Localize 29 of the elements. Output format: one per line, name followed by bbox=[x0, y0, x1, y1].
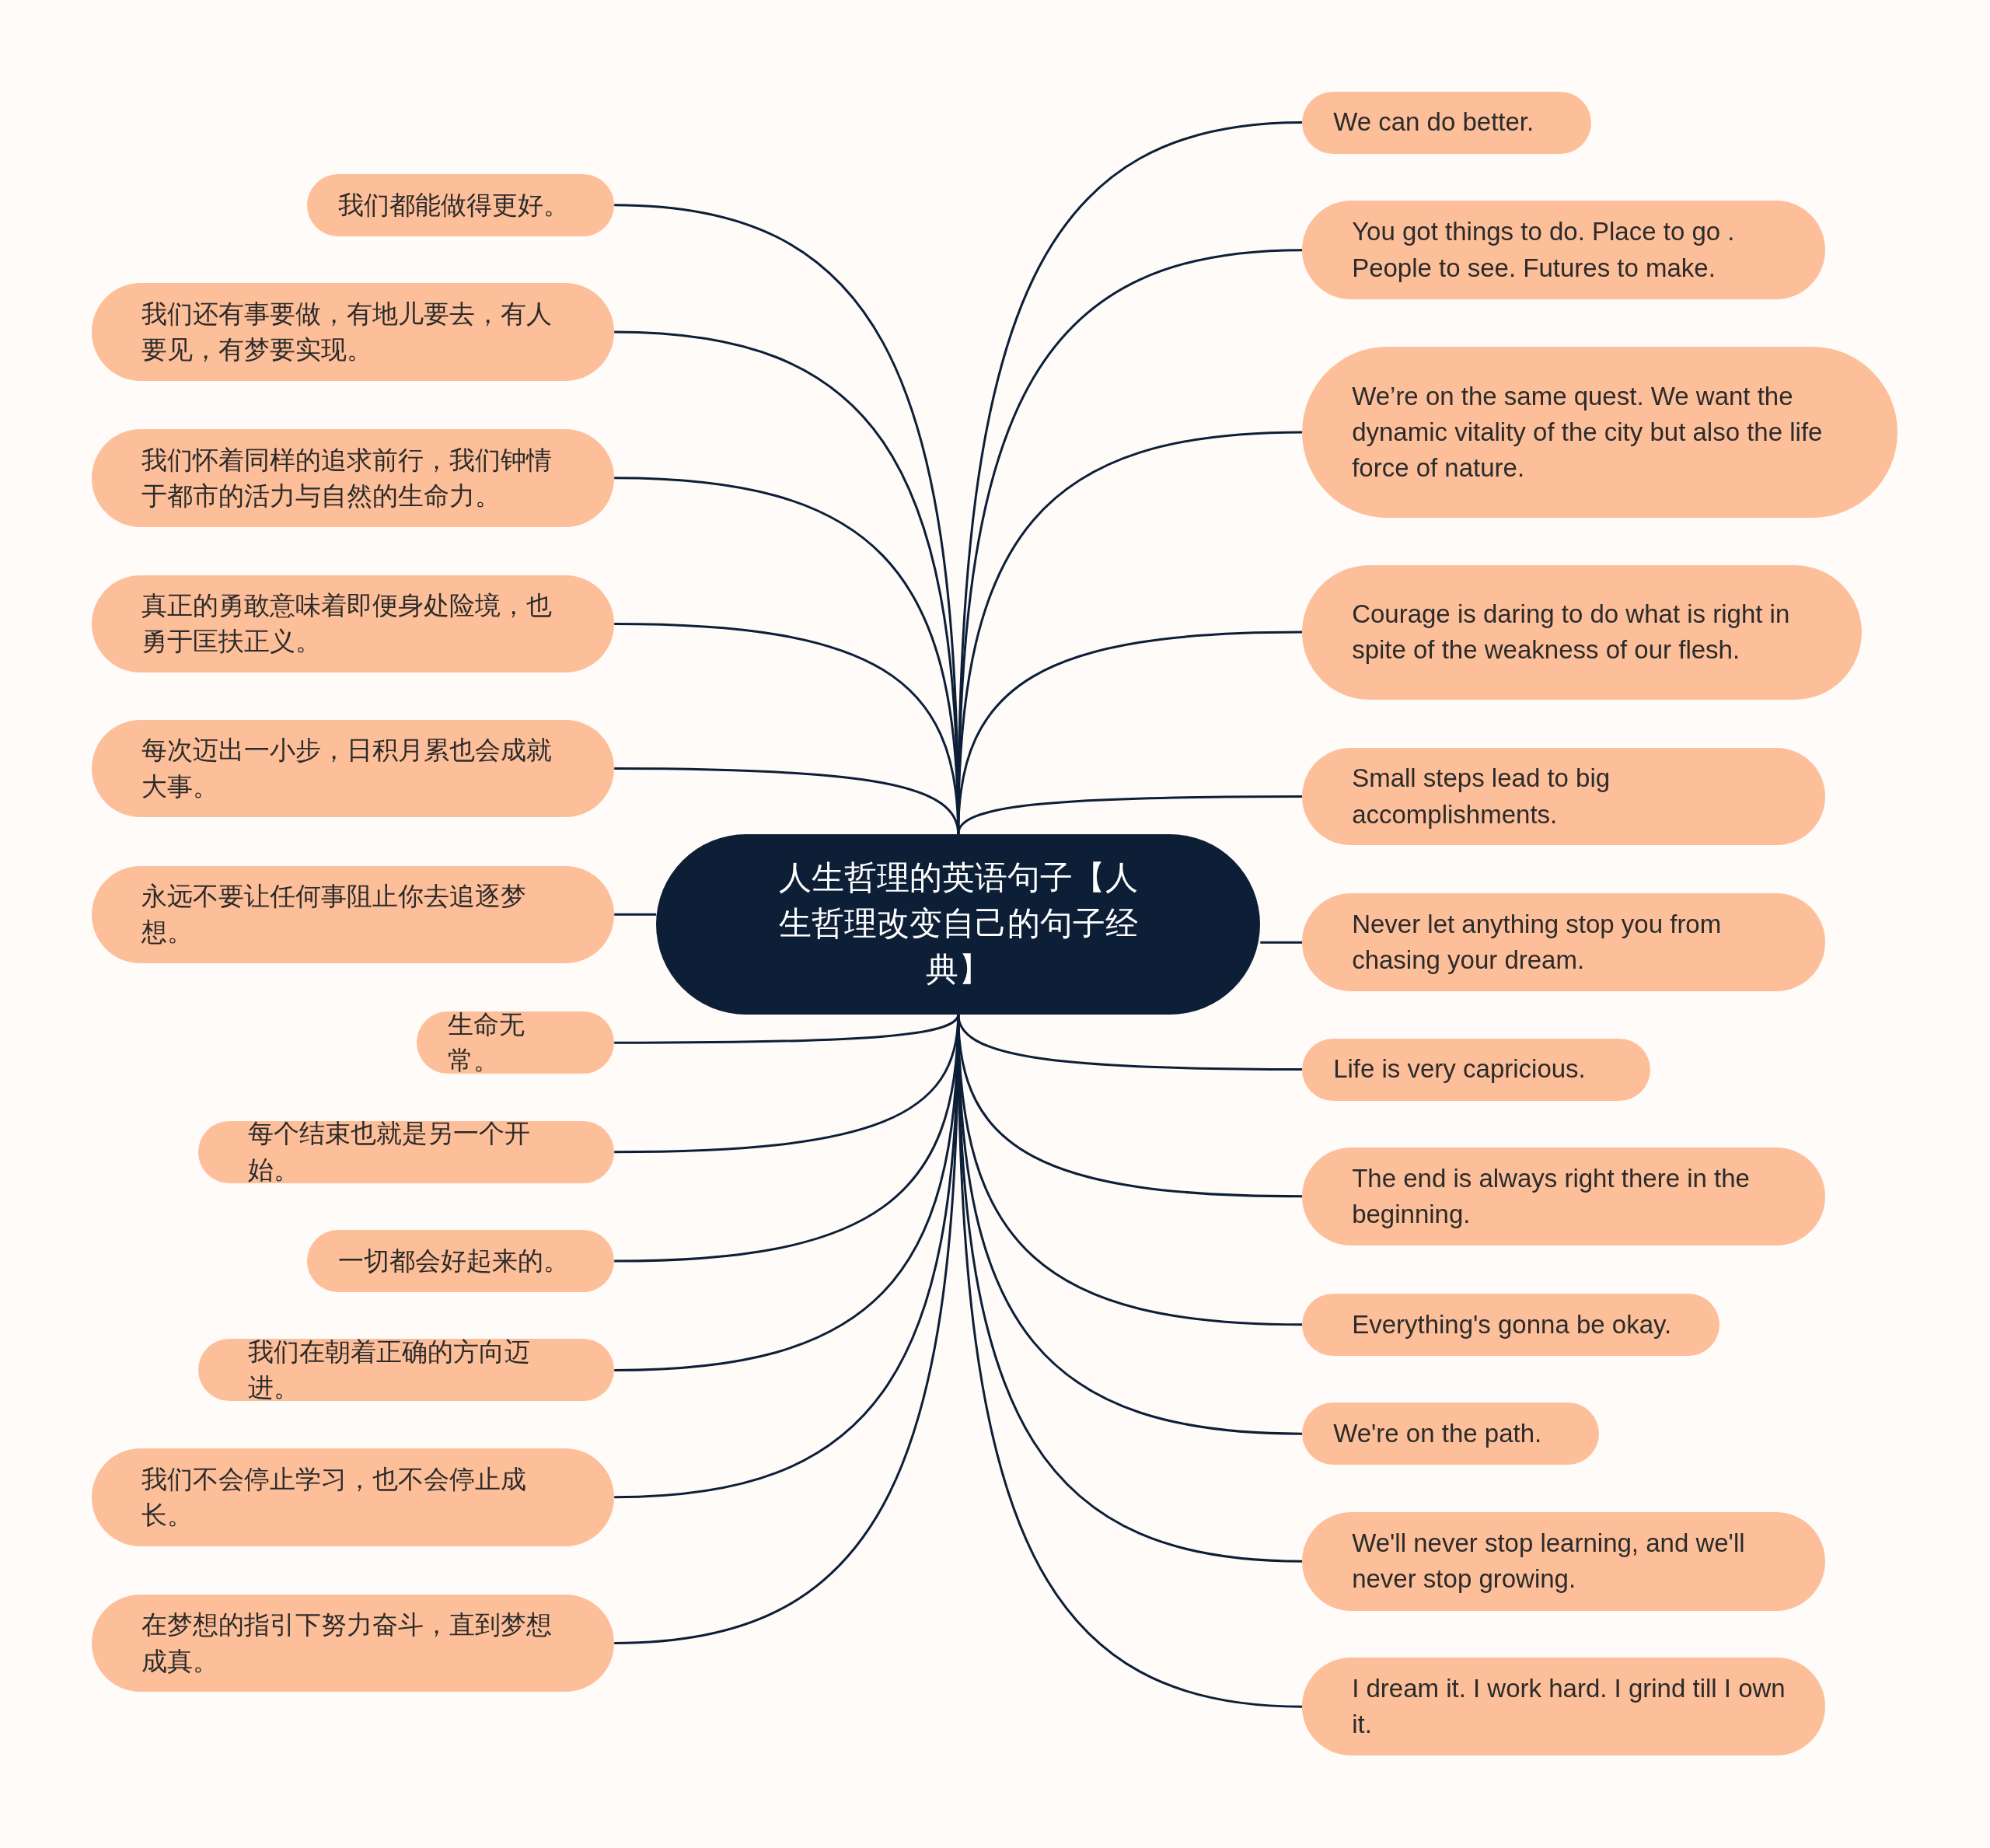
quote-bubble: Small steps lead to big accomplishments. bbox=[1302, 747, 1825, 846]
quote-bubble: 永远不要让任何事阻止你去追逐梦想。 bbox=[91, 865, 615, 964]
connector-line bbox=[957, 631, 1303, 834]
quote-bubble: You got things to do. Place to go . People to see. Futures to make. bbox=[1302, 200, 1825, 300]
quote-bubble: We'll never stop learning, and we'll never stop growing. bbox=[1302, 1511, 1825, 1611]
connector-line bbox=[614, 913, 657, 916]
quote-bubble: Life is very capricious. bbox=[1302, 1038, 1650, 1101]
quote-bubble: Courage is daring to do what is right in spite of the weakness of our flesh. bbox=[1302, 564, 1863, 700]
quote-bubble: We're on the path. bbox=[1302, 1403, 1600, 1465]
quote-bubble: 我们都能做得更好。 bbox=[307, 173, 615, 236]
quote-bubble: 真正的勇敢意味着即便身处险境，也勇于匡扶正义。 bbox=[91, 575, 615, 673]
quote-bubble: We can do better. bbox=[1302, 91, 1592, 154]
quote-bubble: I dream it. I work hard. I grind till I own it. bbox=[1302, 1658, 1825, 1755]
quote-bubble: 每个结束也就是另一个开始。 bbox=[197, 1120, 615, 1183]
quote-bubble: 在梦想的指引下努力奋斗，直到梦想成真。 bbox=[91, 1594, 615, 1693]
quote-bubble: Never let anything stop you from chasing your dream. bbox=[1302, 893, 1825, 992]
quote-bubble: 每次迈出一小步，日积月累也会成就大事。 bbox=[91, 719, 615, 818]
quote-bubble: 我们还有事要做，有地儿要去，有人要见，有梦要实现。 bbox=[91, 283, 615, 381]
quote-bubble: 我们在朝着正确的方向迈进。 bbox=[197, 1339, 615, 1402]
quote-bubble: The end is always right there in the beginning. bbox=[1302, 1147, 1825, 1245]
quote-bubble: 我们不会停止学习，也不会停止成长。 bbox=[91, 1448, 615, 1546]
quote-bubble: 生命无常。 bbox=[416, 1011, 615, 1074]
connector-line bbox=[957, 795, 1303, 835]
quote-bubble: 我们怀着同样的追求前行，我们钟情于都市的活力与自然的生命力。 bbox=[91, 428, 615, 527]
connector-line bbox=[1260, 941, 1303, 944]
quote-bubble: We’re on the same quest. We want the dynamic vitality of the city but also the life force of nature. bbox=[1302, 346, 1897, 519]
quote-bubble: Everything's gonna be okay. bbox=[1302, 1293, 1720, 1356]
quote-bubble: 一切都会好起来的。 bbox=[307, 1230, 615, 1293]
topic-bubble: 人生哲理的英语句子【人生哲理改变自己的句子经典】 bbox=[656, 833, 1261, 1015]
